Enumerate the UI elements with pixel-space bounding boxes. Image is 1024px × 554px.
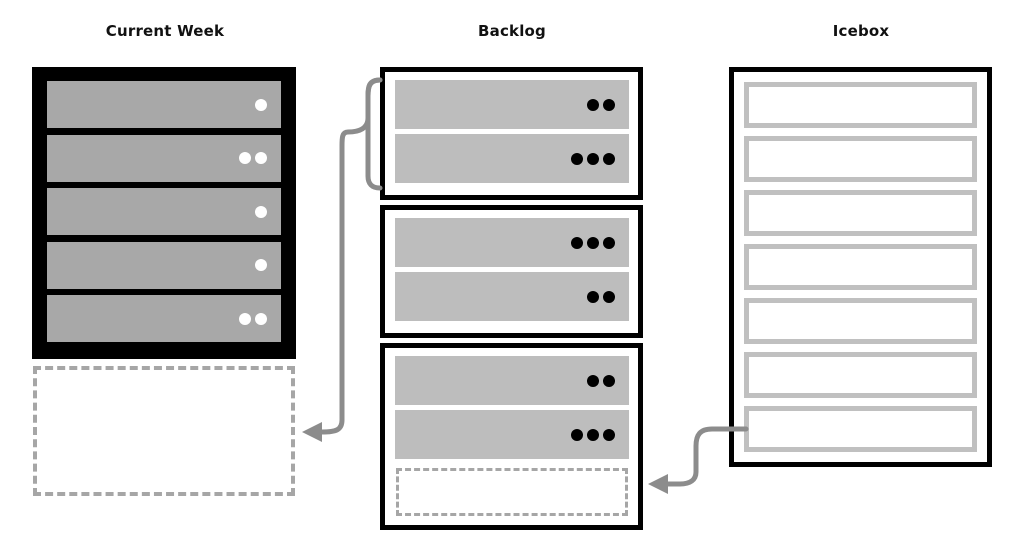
- point-dot: [587, 98, 599, 111]
- point-dot: [587, 236, 599, 249]
- backlog-arrowhead: [648, 474, 668, 494]
- current-week-story[interactable]: [47, 295, 281, 342]
- point-dot: [571, 428, 583, 441]
- story-points: [255, 259, 267, 271]
- icebox-panel: [729, 67, 992, 467]
- story-points: [571, 428, 615, 441]
- current-week-story[interactable]: [47, 241, 281, 289]
- icebox-story[interactable]: [744, 136, 977, 182]
- backlog-to-current-arrow: [319, 77, 383, 435]
- point-dot: [255, 259, 267, 271]
- story-points: [587, 374, 615, 387]
- icebox-story[interactable]: [744, 244, 977, 290]
- point-dot: [603, 290, 615, 303]
- backlog-story[interactable]: [395, 134, 629, 183]
- backlog-story[interactable]: [395, 80, 629, 129]
- point-dot: [603, 98, 615, 111]
- point-dot: [571, 236, 583, 249]
- current-week-empty-slot[interactable]: [33, 366, 295, 496]
- story-points: [255, 98, 267, 111]
- point-dot: [255, 152, 267, 164]
- icebox-to-backlog-arrow: [665, 426, 749, 487]
- backlog-story[interactable]: [395, 410, 629, 459]
- point-dot: [587, 428, 599, 441]
- point-dot: [239, 152, 251, 164]
- backlog-title: Backlog: [477, 22, 546, 40]
- icebox-story[interactable]: [744, 190, 977, 236]
- point-dot: [255, 98, 267, 111]
- current-week-story[interactable]: [47, 188, 281, 235]
- point-dot: [239, 312, 251, 325]
- point-dot: [603, 428, 615, 441]
- point-dot: [255, 205, 267, 218]
- story-points: [255, 205, 267, 218]
- point-dot: [603, 374, 615, 387]
- icebox-story[interactable]: [744, 82, 977, 128]
- story-points: [571, 236, 615, 249]
- current-week-arrowhead: [302, 422, 322, 442]
- point-dot: [587, 290, 599, 303]
- icebox-story[interactable]: [744, 406, 977, 452]
- point-dot: [255, 312, 267, 325]
- backlog-story[interactable]: [395, 356, 629, 405]
- story-points: [587, 98, 615, 111]
- story-points: [239, 312, 267, 325]
- point-dot: [571, 152, 583, 165]
- backlog-empty-slot[interactable]: [396, 468, 628, 516]
- current-week-title: Current Week: [105, 22, 225, 40]
- story-points: [571, 152, 615, 165]
- current-week-story[interactable]: [47, 81, 281, 128]
- story-points: [587, 290, 615, 303]
- point-dot: [587, 374, 599, 387]
- point-dot: [587, 152, 599, 165]
- icebox-story[interactable]: [744, 352, 977, 398]
- point-dot: [603, 152, 615, 165]
- current-week-story[interactable]: [47, 134, 281, 182]
- icebox-story[interactable]: [744, 298, 977, 344]
- backlog-bracket: [365, 77, 383, 191]
- backlog-story[interactable]: [395, 218, 629, 267]
- point-dot: [603, 236, 615, 249]
- backlog-story[interactable]: [395, 272, 629, 321]
- icebox-title: Icebox: [832, 22, 890, 40]
- story-points: [239, 152, 267, 164]
